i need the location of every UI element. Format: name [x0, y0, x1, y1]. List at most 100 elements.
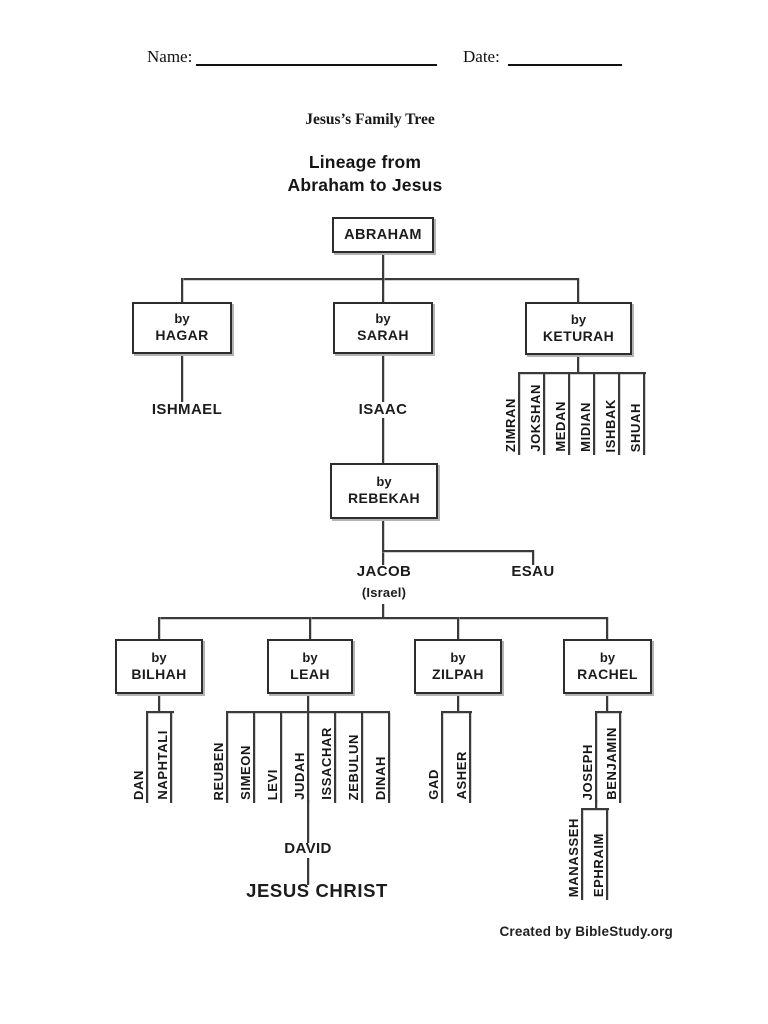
child-name-label: ISSACHAR [319, 727, 334, 800]
by-label: by [174, 311, 190, 327]
child-name-label: DINAH [373, 755, 388, 800]
tree-connector [181, 278, 579, 280]
diagram-title-line2: Abraham to Jesus [287, 175, 443, 196]
isaac-label: ISAAC [358, 401, 408, 418]
child-name-cell: ZIMRAN [495, 374, 520, 455]
by-label: by [151, 649, 167, 665]
by-label: by [302, 649, 318, 665]
rebekah-label: REBEKAH [347, 490, 421, 507]
child-name-cell: MIDIAN [570, 374, 595, 455]
tree-connector [606, 693, 608, 713]
child-name-cell: DAN [124, 713, 148, 803]
child-name-label: ZEBULUN [346, 733, 361, 800]
child-name-cell: ASHER [443, 713, 471, 803]
child-name-cell: REUBEN [201, 713, 228, 803]
sarah-label: SARAH [357, 327, 409, 344]
tree-connector [595, 711, 622, 713]
by-label: by [570, 311, 587, 327]
tree-connector [181, 278, 183, 304]
child-name-label: REUBEN [211, 741, 226, 801]
child-name-cell: ISHBAK [595, 374, 620, 455]
jacob-label: JACOB [356, 563, 412, 580]
child-name-label: SHUAH [628, 402, 643, 452]
name-label: Name: [147, 47, 193, 66]
child-name-cell: NAPHTALI [148, 713, 172, 803]
tree-connector [382, 519, 384, 565]
child-name-cell: JUDAH [282, 713, 309, 803]
tree-connector [226, 711, 390, 713]
zilpah-children-group: GAD ASHER [415, 713, 471, 803]
child-name-cell: BENJAMIN [597, 713, 621, 803]
diagram-title-line1: Lineage from [308, 152, 422, 172]
child-name-label: DAN [131, 770, 146, 800]
box-by-sarah: by SARAH [333, 302, 433, 354]
joseph-children-group: MANASSEH EPHRAIM [558, 810, 608, 900]
child-name-label: EPHRAIM [591, 832, 606, 897]
by-label: by [450, 649, 466, 665]
tree-connector [158, 617, 608, 619]
child-name-cell: SHUAH [620, 374, 645, 455]
child-name-label: MANASSEH [566, 817, 581, 897]
zilpah-label: ZILPAH [432, 665, 484, 682]
child-name-cell: EPHRAIM [583, 810, 608, 900]
child-name-label: JOSEPH [580, 743, 595, 800]
abraham-label: ABRAHAM [344, 226, 422, 243]
leah-children-group: REUBEN SIMEON LEVI JUDAH ISSACHAR ZEBULU… [201, 713, 390, 803]
jacob-alt-label: (Israel) [361, 585, 407, 600]
tree-connector [309, 617, 311, 641]
tree-connector [441, 711, 472, 713]
keturah-label: KETURAH [542, 327, 615, 344]
tree-connector [307, 800, 309, 843]
bilhah-label: BILHAH [131, 665, 187, 682]
worksheet-subtitle: Jesus’s Family Tree [305, 111, 435, 128]
child-name-label: ISHBAK [603, 398, 618, 452]
tree-connector [307, 858, 309, 885]
tree-connector [581, 808, 609, 810]
child-name-label: GAD [426, 769, 441, 800]
tree-connector [146, 711, 174, 713]
child-name-cell: JOKSHAN [520, 374, 545, 455]
child-name-label: BENJAMIN [604, 727, 619, 800]
child-name-cell: DINAH [363, 713, 390, 803]
tree-connector [382, 604, 384, 619]
tree-connector [307, 694, 309, 713]
box-by-leah: by LEAH [267, 639, 353, 694]
box-by-hagar: by HAGAR [132, 302, 232, 354]
box-by-bilhah: by BILHAH [115, 639, 203, 694]
hagar-label: HAGAR [155, 327, 209, 344]
ishmael-label: ISHMAEL [151, 401, 223, 418]
tree-connector [577, 278, 579, 304]
tree-connector [457, 693, 459, 713]
david-label: DAVID [284, 840, 332, 857]
keturah-children-group: ZIMRAN JOKSHAN MEDAN MIDIAN ISHBAK SHUAH [495, 374, 645, 455]
tree-connector [606, 617, 608, 641]
box-abraham: ABRAHAM [332, 217, 434, 253]
tree-connector [382, 418, 384, 465]
box-by-rachel: by RACHEL [563, 639, 652, 694]
child-name-label: ASHER [454, 751, 469, 800]
tree-connector [577, 355, 579, 374]
rachel-label: RACHEL [577, 665, 638, 682]
tree-connector [158, 694, 160, 713]
box-by-zilpah: by ZILPAH [414, 639, 502, 694]
child-name-label: MIDIAN [578, 402, 593, 452]
child-name-label: MEDAN [553, 401, 568, 452]
rachel-children-group: JOSEPH BENJAMIN [573, 713, 621, 803]
child-name-cell: MANASSEH [558, 810, 583, 900]
leah-label: LEAH [290, 665, 330, 682]
tree-connector [595, 800, 597, 810]
tree-connector [457, 617, 459, 641]
child-name-cell: GAD [415, 713, 443, 803]
child-name-cell: JOSEPH [573, 713, 597, 803]
tree-connector [382, 550, 534, 552]
tree-connector [181, 353, 183, 402]
by-label: by [375, 311, 391, 327]
child-name-cell: SIMEON [228, 713, 255, 803]
date-label: Date: [463, 47, 500, 66]
tree-connector [382, 253, 384, 282]
by-label: by [599, 649, 616, 665]
child-name-label: NAPHTALI [155, 730, 170, 800]
diagram-title: Lineage from Abraham to Jesus [0, 151, 730, 197]
credit-label: Created by BibleStudy.org [499, 924, 673, 939]
child-name-label: ZIMRAN [503, 397, 518, 452]
